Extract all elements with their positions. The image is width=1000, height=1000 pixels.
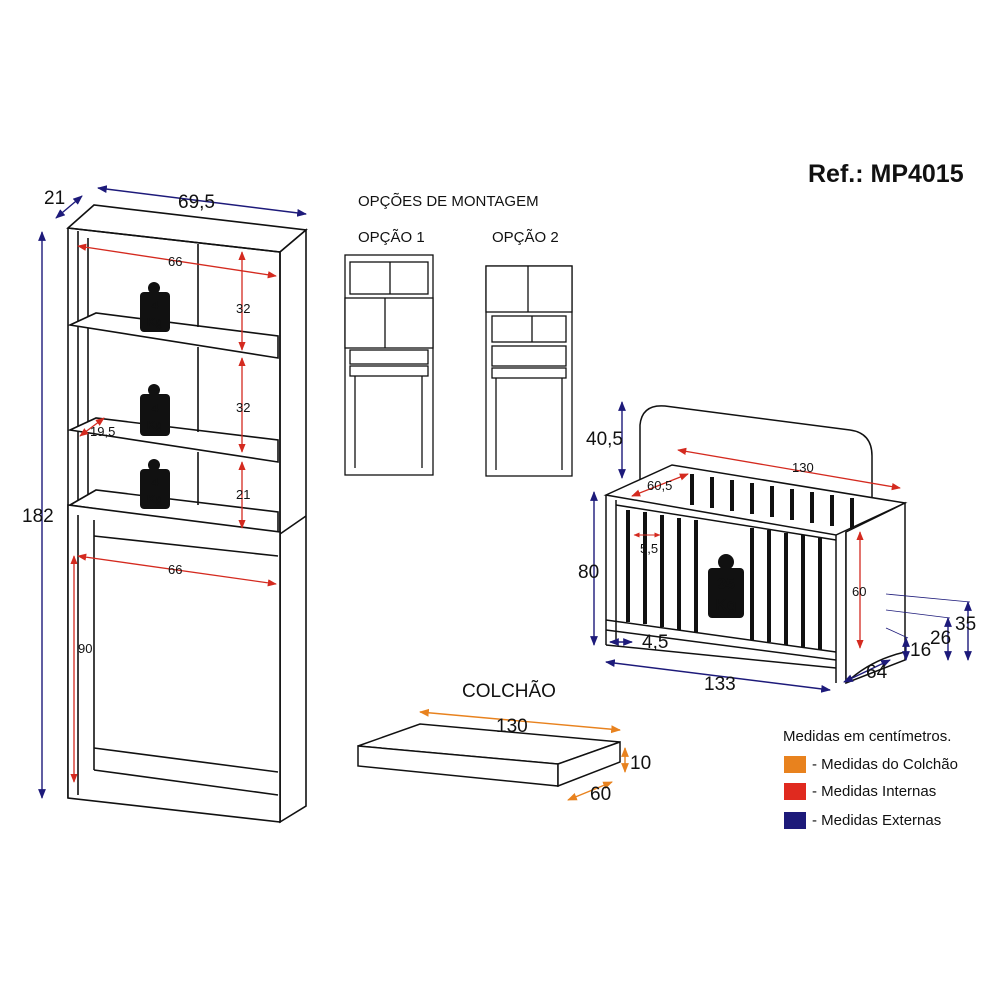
svg-text:Kg: Kg [147, 418, 163, 432]
shelf-inner-width-top-label: 66 [168, 254, 182, 269]
shelf-height-label: 182 [22, 506, 54, 527]
crib-weight-badge: 35 Kg [708, 554, 744, 618]
shelf-inner-width-bottom-label: 66 [168, 562, 182, 577]
legend-swatch-external [784, 812, 806, 829]
shelf-bottom-height-label: 90 [78, 641, 92, 656]
shelf-width-label: 69,5 [178, 192, 215, 213]
weight-badge: 4 Kg [140, 459, 170, 509]
legend-swatch-mattress [784, 756, 806, 773]
shelf-depth-inner-label: 19,5 [90, 424, 115, 439]
mattress-dims [419, 708, 629, 801]
svg-text:Kg: Kg [147, 492, 163, 506]
svg-text:Kg: Kg [147, 315, 163, 329]
legend-title: Medidas em centímetros. [783, 728, 952, 745]
crib-internal-dims [631, 447, 901, 649]
crib-slats [626, 474, 854, 650]
mattress-width-label: 60 [590, 784, 611, 805]
mattress-length-label: 130 [496, 716, 528, 737]
shelf-internal-dims [70, 243, 277, 783]
weight-badge: 4 Kg [140, 282, 170, 332]
shelf-compartment-1-label: 32 [236, 301, 250, 316]
mattress-title: COLCHÃO [462, 680, 556, 702]
shelf-depth-label: 21 [44, 188, 65, 209]
assembly-option-2 [485, 265, 573, 477]
crib-headboard-label: 40,5 [586, 429, 623, 450]
shelf-unit [66, 204, 308, 824]
legend-label-mattress: - Medidas do Colchão [812, 756, 958, 773]
montagem-title: OPÇÕES DE MONTAGEM [358, 193, 539, 210]
svg-text:4: 4 [152, 401, 159, 415]
mattress [357, 723, 621, 788]
opcao-2-label: OPÇÃO 2 [492, 229, 559, 246]
shelf-compartment-3-label: 21 [236, 487, 250, 502]
svg-text:Kg: Kg [715, 597, 736, 614]
crib-inner-width-label: 60,5 [647, 478, 672, 493]
svg-text:35: 35 [717, 576, 735, 593]
crib-level-16-label: 16 [910, 640, 931, 661]
crib-level-35-label: 35 [955, 614, 976, 635]
legend-label-internal: - Medidas Internas [812, 783, 937, 800]
crib-inner-length-label: 130 [792, 460, 814, 475]
crib-external-dims [590, 401, 972, 693]
opcao-1-label: OPÇÃO 1 [358, 229, 425, 246]
crib-height-label: 80 [578, 562, 599, 583]
svg-text:4: 4 [152, 475, 159, 489]
shelf-compartment-2-label: 32 [236, 400, 250, 415]
legend-label-external: - Medidas Externas [812, 812, 942, 829]
reference-code: Ref.: MP4015 [808, 160, 964, 188]
crib-slat-gap-label: 5,5 [640, 541, 658, 556]
svg-text:4: 4 [152, 298, 159, 312]
crib-length-label: 133 [704, 674, 736, 695]
legend-swatch-internal [784, 783, 806, 800]
assembly-option-1 [344, 254, 434, 476]
crib-level-26-label: 26 [930, 628, 951, 649]
shelf-external-dims [38, 185, 307, 799]
weight-badge: 4 Kg [140, 384, 170, 436]
mattress-height-label: 10 [630, 753, 651, 774]
crib-inner-height-label: 60 [852, 584, 866, 599]
crib-depth-label: 64 [866, 662, 888, 683]
crib-rail-label: 4,5 [642, 632, 668, 653]
